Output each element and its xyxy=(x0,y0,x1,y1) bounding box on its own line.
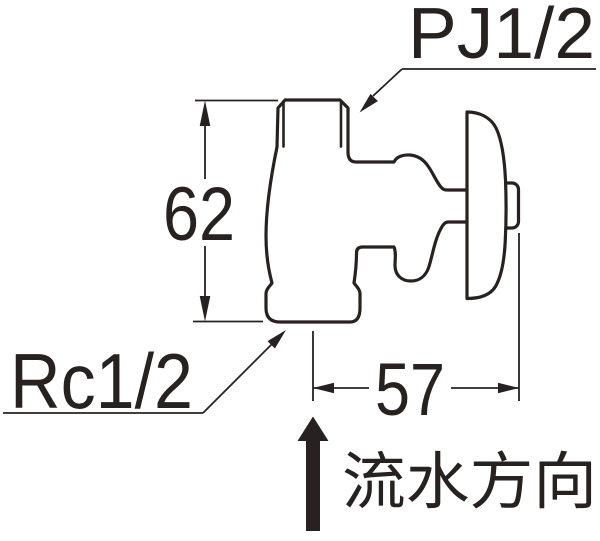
leader-arrow-icon xyxy=(359,93,378,113)
valve-body-outline xyxy=(264,98,469,324)
dimension-depth-value: 57 xyxy=(375,348,445,431)
arrow-up-icon xyxy=(199,100,211,126)
label-bottom-thread: Rc1/2 xyxy=(3,330,286,425)
leader-arrow-icon xyxy=(267,330,286,349)
label-top-thread: PJ1/2 xyxy=(359,0,596,113)
flow-direction-text: 流水方向 xyxy=(342,448,597,517)
arrow-down-icon xyxy=(199,296,211,322)
flow-up-arrow-icon xyxy=(297,416,329,531)
leader-diagonal-pj xyxy=(372,68,403,97)
label-top-thread-text: PJ1/2 xyxy=(408,0,595,74)
dimension-depth-57: 57 xyxy=(312,233,520,431)
dimension-height-62: 62 xyxy=(163,99,278,323)
arrow-left-icon xyxy=(313,382,334,394)
leader-diagonal-rc xyxy=(202,342,274,414)
dimension-height-value: 62 xyxy=(163,172,235,257)
flow-direction-indicator: 流水方向 xyxy=(297,416,597,531)
arrow-right-icon xyxy=(498,382,519,394)
label-bottom-thread-text: Rc1/2 xyxy=(10,337,193,425)
valve-handle xyxy=(465,110,508,301)
valve-drawing xyxy=(264,98,521,324)
